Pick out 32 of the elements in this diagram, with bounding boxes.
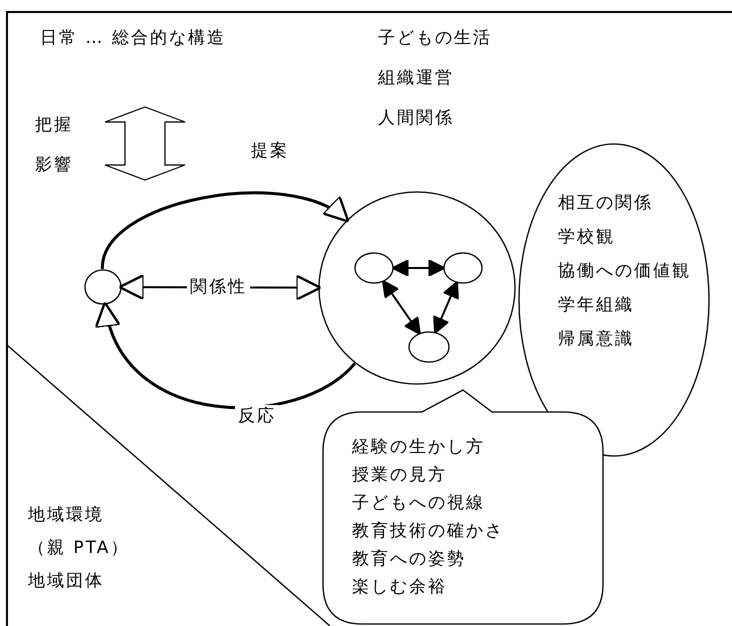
arrow [392,259,446,277]
thought-bubble [518,143,710,457]
speech-bubble [322,390,604,625]
node-text: 楽しむ余裕 [352,577,447,597]
node-text: 地域環境 [28,505,104,525]
node-text: 相互の関係 [558,193,653,213]
node-text: 学校観 [558,227,615,247]
label-text: 子どもの生活 [378,28,492,48]
node-text: 帰属意識 [558,329,634,349]
label-text: 人間関係 [378,108,454,128]
small-ellipse [408,331,450,363]
node-text: 授業の見方 [352,465,447,485]
arrow [97,301,356,410]
label-text: 影響 [35,155,73,175]
node-text: 地域団体 [28,571,104,591]
node-text: 経験の生かし方 [352,437,485,457]
small-ellipse [354,252,394,284]
small-ellipse [443,252,483,284]
node-text: 教育技術の確かさ [352,521,504,541]
arrow [433,280,459,334]
large-circle [318,191,516,385]
label-text: 日常 … 総合的な構造 [40,28,226,48]
node-text: （親 PTA） [28,538,130,558]
node-text: 教育への姿勢 [352,549,466,569]
node-text: 子どもへの視線 [352,493,485,513]
label-text: 把握 [35,115,73,135]
arrow [100,191,350,270]
label-text: 組織運営 [378,68,454,88]
node-text: 学年組織 [558,295,634,315]
node-text: 協働への価値観 [558,261,691,281]
arrow [382,280,421,335]
small-circle [84,269,122,305]
